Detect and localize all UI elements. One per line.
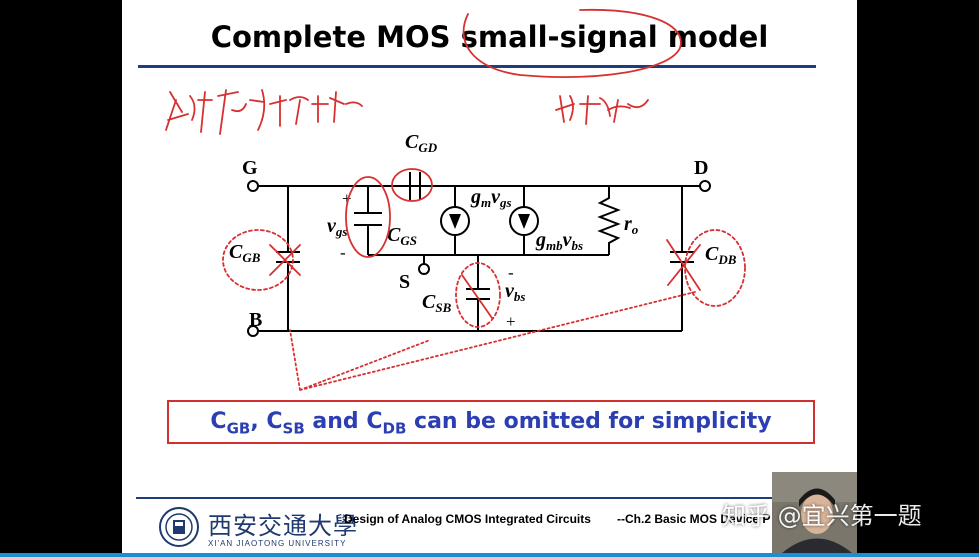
vgs-label: vgs [327, 215, 347, 239]
cgs-label: CGS [387, 224, 417, 248]
university-name-cn: 西安交通大學 [208, 512, 358, 540]
cgd-label: CGD [405, 131, 438, 155]
node-b-label: B [249, 309, 262, 331]
simplification-note: CGB, CSB and CDB can be omitted for simp… [167, 400, 815, 444]
university-logo [159, 507, 199, 547]
university-name-en: XI'AN JIAOTONG UNIVERSITY [208, 539, 347, 548]
node-d-label: D [694, 157, 708, 179]
vgs-minus: - [340, 243, 346, 262]
cdb-label: CDB [705, 243, 737, 267]
node-s-label: S [399, 271, 410, 293]
platform-watermark: 知乎 @宜兴第一题 [722, 502, 922, 530]
screen-accent-strip [0, 553, 979, 557]
vbs-minus: - [508, 263, 514, 282]
ro-label: ro [624, 213, 639, 237]
slide: Complete MOS small-signal model [122, 0, 857, 553]
vgs-plus: + [342, 189, 352, 208]
course-title: Design of Analog CMOS Integrated Circuit… [344, 512, 591, 526]
gm-vgs-label: gmvgs [470, 186, 512, 210]
csb-label: CSB [422, 291, 452, 315]
footer-divider [136, 497, 802, 499]
chapter-label: --Ch.2 Basic MOS Device P [617, 512, 771, 526]
vbs-plus: + [506, 312, 516, 331]
node-g-label: G [242, 157, 258, 179]
presenter-webcam [772, 472, 857, 553]
cgb-label: CGB [229, 241, 261, 265]
small-signal-circuit: G D S B CGD CGS CGB CSB CDB gmvgs gmbvbs… [229, 131, 737, 337]
gmb-vbs-label: gmbvbs [535, 229, 583, 253]
vbs-label: vbs [505, 280, 525, 304]
